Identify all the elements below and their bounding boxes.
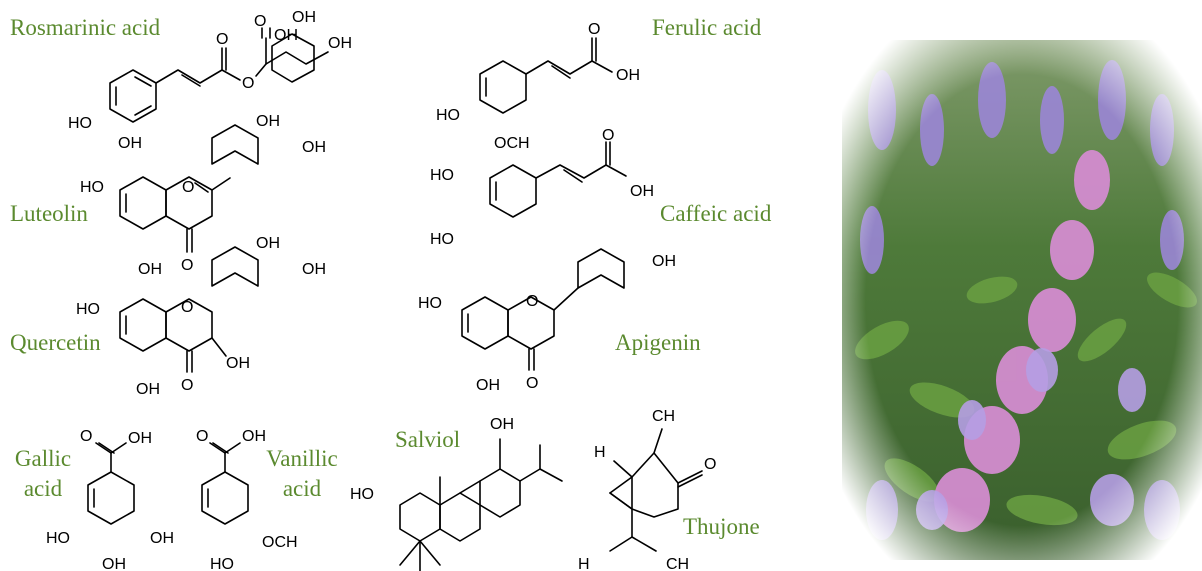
atom-o: O xyxy=(181,299,193,316)
label-salviol: Salviol xyxy=(395,427,461,452)
label-gallic-acid-line1: Gallic xyxy=(14,446,72,471)
atom-o: O xyxy=(526,293,538,310)
atom-o: O xyxy=(196,428,208,445)
atom-oh: OH xyxy=(274,27,298,44)
atom-oh: OH xyxy=(242,428,266,445)
label-quercetin: Quercetin xyxy=(10,330,101,355)
atom-oh: OH xyxy=(630,183,654,200)
atom-o: O xyxy=(216,31,228,48)
atom-oh: OH xyxy=(150,530,174,547)
atom-oh: OH xyxy=(292,9,316,26)
atom-h: H xyxy=(594,444,606,461)
caffeic-acid-structure: O OH HO HO xyxy=(430,127,654,248)
atom-oh: OH xyxy=(128,430,152,447)
atom-ho: HO xyxy=(80,179,104,196)
ferulic-acid-structure: O OH HO OCH xyxy=(436,21,640,152)
atom-o: O xyxy=(181,257,193,274)
atom-h3c: H xyxy=(578,556,590,571)
label-apigenin: Apigenin xyxy=(615,330,701,355)
ring-bond xyxy=(109,69,157,123)
luteolin-structure: O O HO OH OH OH xyxy=(80,113,326,278)
quercetin-structure: O O HO OH OH OH OH xyxy=(76,235,326,398)
atom-ho: HO xyxy=(76,301,100,318)
atom-ch3: CH xyxy=(666,556,689,571)
atom-oh: OH xyxy=(118,135,142,152)
atom-o: O xyxy=(182,179,194,196)
atom-ho: HO xyxy=(436,107,460,124)
label-thujone: Thujone xyxy=(683,514,760,539)
atom-ho: HO xyxy=(68,115,92,132)
label-gallic-acid-line2: acid xyxy=(23,476,63,501)
atom-oh: OH xyxy=(302,261,326,278)
atom-ho: HO xyxy=(350,486,374,503)
atom-ho: HO xyxy=(418,295,442,312)
atom-ho: HO xyxy=(430,231,454,248)
atom-oh: OH xyxy=(616,67,640,84)
atom-o: O xyxy=(181,377,193,394)
atom-ho: HO xyxy=(46,530,70,547)
vanillic-acid-structure: O OH OCH HO xyxy=(196,428,298,571)
atom-oh: OH xyxy=(136,381,160,398)
label-caffeic-acid: Caffeic acid xyxy=(660,201,772,226)
atom-oh: OH xyxy=(328,35,352,52)
apigenin-structure: O O HO OH OH xyxy=(418,248,676,394)
label-vanillic-acid-line1: Vanillic xyxy=(266,446,338,471)
atom-oh: OH xyxy=(102,556,126,571)
rosmarinic-acid-structure: O O O OH OH OH HO OH xyxy=(68,9,352,152)
atom-o: O xyxy=(602,127,614,144)
atom-ch3: CH xyxy=(652,408,675,425)
atom-oh: OH xyxy=(138,261,162,278)
atom-oh: OH xyxy=(302,139,326,156)
atom-ho: HO xyxy=(210,556,234,571)
atom-o: O xyxy=(254,13,266,30)
label-gallic-acid: Gallic acid xyxy=(12,446,74,502)
label-luteolin: Luteolin xyxy=(10,201,88,226)
atom-ho: HO xyxy=(430,167,454,184)
sage-plant-photo xyxy=(842,40,1202,560)
label-ferulic-acid: Ferulic acid xyxy=(652,15,762,40)
label-vanillic-acid-line2: acid xyxy=(282,476,322,501)
atom-oh: OH xyxy=(476,377,500,394)
atom-oh: OH xyxy=(652,253,676,270)
atom-oh: OH xyxy=(256,235,280,252)
salviol-structure: OH HO xyxy=(350,416,563,571)
atom-o: O xyxy=(526,375,538,392)
atom-o: O xyxy=(704,456,716,473)
atom-oh: OH xyxy=(490,416,514,433)
label-vanillic-acid: Vanillic acid xyxy=(262,446,342,502)
atom-o: O xyxy=(242,75,254,92)
atom-oh: OH xyxy=(256,113,280,130)
sage-plant-illustration xyxy=(842,40,1202,560)
atom-o: O xyxy=(588,21,600,38)
label-rosmarinic-acid: Rosmarinic acid xyxy=(10,15,161,40)
atom-o: O xyxy=(80,428,92,445)
thujone-structure: O CH H H CH xyxy=(578,408,716,571)
gallic-acid-structure: O OH HO OH OH xyxy=(46,428,174,571)
atom-oh: OH xyxy=(226,355,250,372)
atom-och3: OCH xyxy=(494,135,530,152)
atom-och3: OCH xyxy=(262,534,298,551)
